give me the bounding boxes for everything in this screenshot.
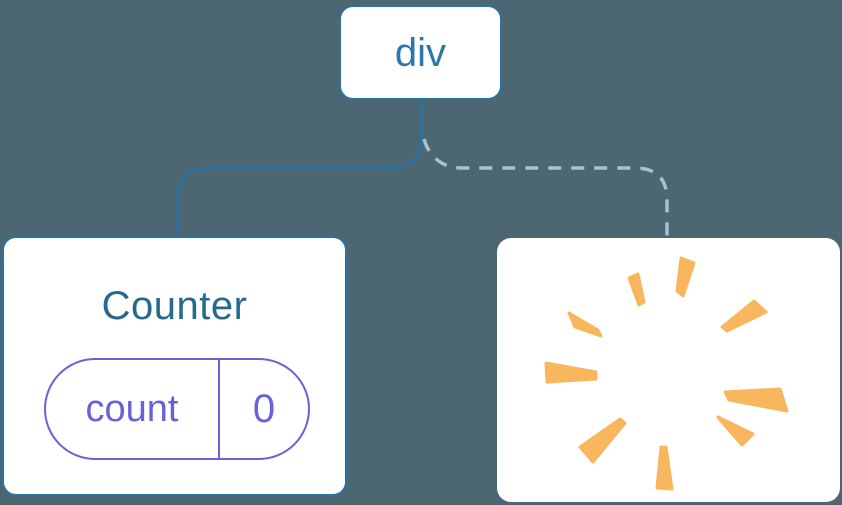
counter-card-title: Counter (101, 284, 248, 328)
state-pill-value: 0 (218, 360, 308, 458)
root-node-div: div (339, 5, 502, 100)
removed-component-card (497, 238, 840, 502)
tree-edge-dashed (422, 138, 669, 238)
root-node-label: div (394, 30, 447, 75)
counter-card: Counter count 0 (2, 236, 347, 496)
state-pill: count 0 (44, 358, 310, 460)
poof-icon (544, 256, 789, 491)
state-pill-key: count (85, 388, 179, 430)
tree-edge-solid (175, 100, 424, 236)
